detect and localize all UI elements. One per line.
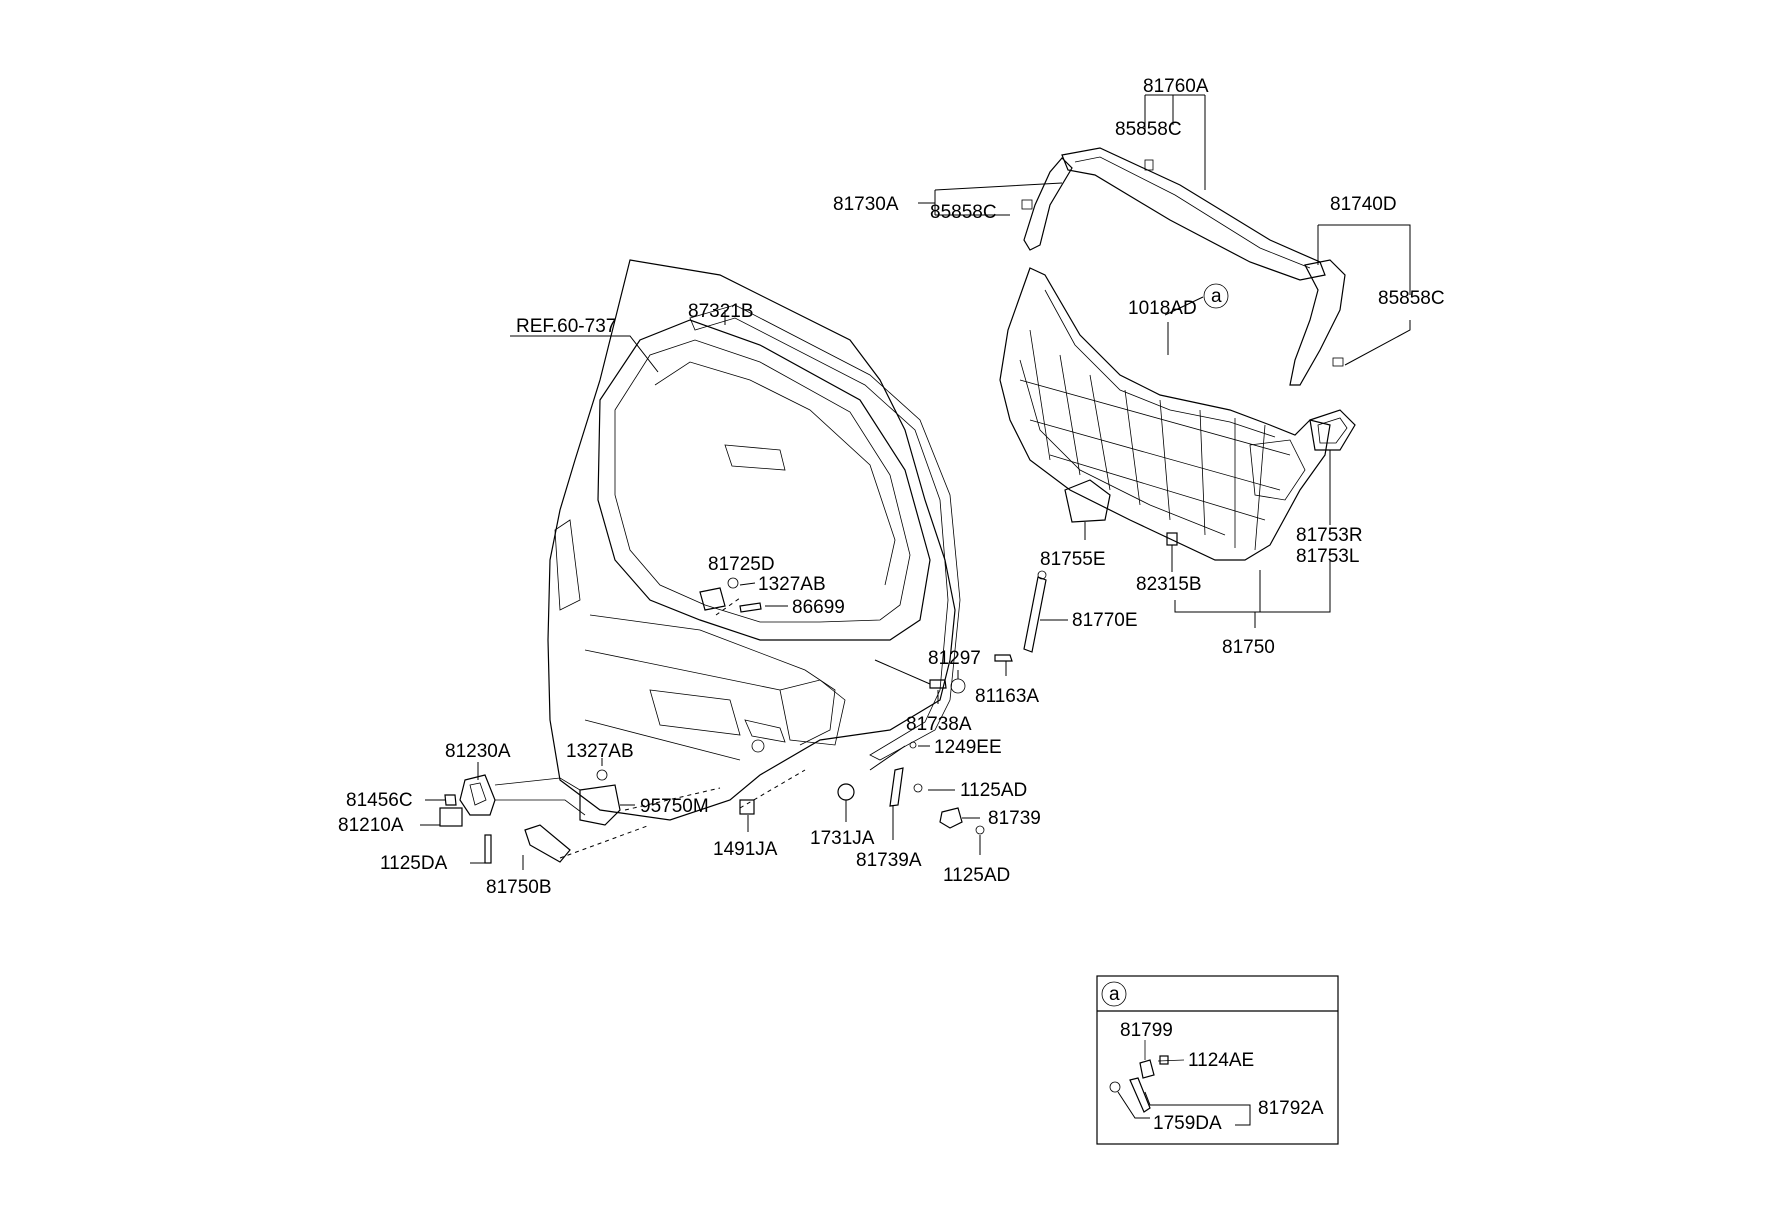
label-1759DA: 1759DA — [1153, 1113, 1222, 1134]
latch-assembly — [439, 769, 621, 864]
label-81740D: 81740D — [1330, 194, 1397, 215]
label-81163A: 81163A — [975, 686, 1039, 707]
clip — [1166, 532, 1178, 546]
callout-a-circle — [1203, 283, 1229, 309]
plug-1731JA — [837, 783, 855, 801]
label-81739A: 81739A — [856, 850, 922, 871]
label-1327AB-bottom: 1327AB — [566, 741, 634, 762]
label-81230A: 81230A — [445, 741, 511, 762]
label-ref: REF.60-737 — [516, 316, 616, 337]
label-85858C-left: 85858C — [930, 202, 997, 223]
label-81738A: 81738A — [906, 714, 972, 735]
inset-callout: a — [1109, 984, 1120, 1005]
leader-lines — [420, 94, 1411, 870]
label-1125DA: 1125DA — [380, 853, 448, 874]
trim-panel — [999, 267, 1331, 561]
label-81297: 81297 — [928, 648, 981, 669]
label-1327AB-top: 1327AB — [758, 574, 826, 595]
label-81799: 81799 — [1120, 1020, 1173, 1041]
label-1731JA: 1731JA — [810, 828, 875, 849]
label-81792A: 81792A — [1258, 1098, 1324, 1119]
label-1124AE: 1124AE — [1188, 1050, 1254, 1071]
label-81755E: 81755E — [1040, 549, 1106, 570]
grommet-1491JA — [739, 799, 755, 815]
inset-callout-circle — [1101, 981, 1127, 1007]
callout-a: a — [1211, 286, 1222, 307]
weatherstrip — [689, 304, 961, 761]
inset-detail-a: a 81799 1124AE 81792A 1759DA — [1096, 975, 1339, 1145]
label-81760A: 81760A — [1143, 76, 1209, 97]
handle-bezel — [1309, 409, 1356, 451]
label-81753L: 81753L — [1296, 546, 1359, 567]
label-81750B: 81750B — [486, 877, 552, 898]
side-trim-right — [1289, 259, 1346, 386]
label-81739: 81739 — [988, 808, 1041, 829]
label-81456C: 81456C — [346, 790, 413, 811]
actuator-81725D — [699, 587, 726, 611]
label-87321B: 87321B — [688, 301, 754, 322]
label-81750: 81750 — [1222, 637, 1275, 658]
label-85858C-right: 85858C — [1378, 288, 1445, 309]
label-81725D: 81725D — [708, 554, 775, 575]
label-1249EE: 1249EE — [934, 737, 1002, 758]
label-1491JA: 1491JA — [713, 839, 778, 860]
label-82315B: 82315B — [1136, 574, 1202, 595]
part-labels: 81760A 85858C 81730A 85858C 81740D 85858… — [338, 76, 1445, 898]
label-1125AD-a: 1125AD — [960, 780, 1027, 801]
label-1018AD: 1018AD — [1128, 298, 1197, 319]
label-81753R: 81753R — [1296, 525, 1363, 546]
label-1125AD-b: 1125AD — [943, 865, 1010, 886]
label-95750M: 95750M — [640, 796, 709, 817]
label-81210A: 81210A — [338, 815, 404, 836]
label-85858C-top: 85858C — [1115, 119, 1182, 140]
tailgate-panel — [547, 259, 956, 821]
label-86699: 86699 — [792, 597, 845, 618]
top-trim — [1061, 147, 1326, 281]
label-81770E: 81770E — [1072, 610, 1138, 631]
lamp-cover — [1064, 479, 1111, 523]
side-trim-left — [1023, 157, 1073, 251]
gas-strut — [1023, 576, 1047, 653]
bracket-81739A — [889, 767, 904, 807]
bracket-81739 — [939, 807, 963, 829]
label-81730A: 81730A — [833, 194, 899, 215]
